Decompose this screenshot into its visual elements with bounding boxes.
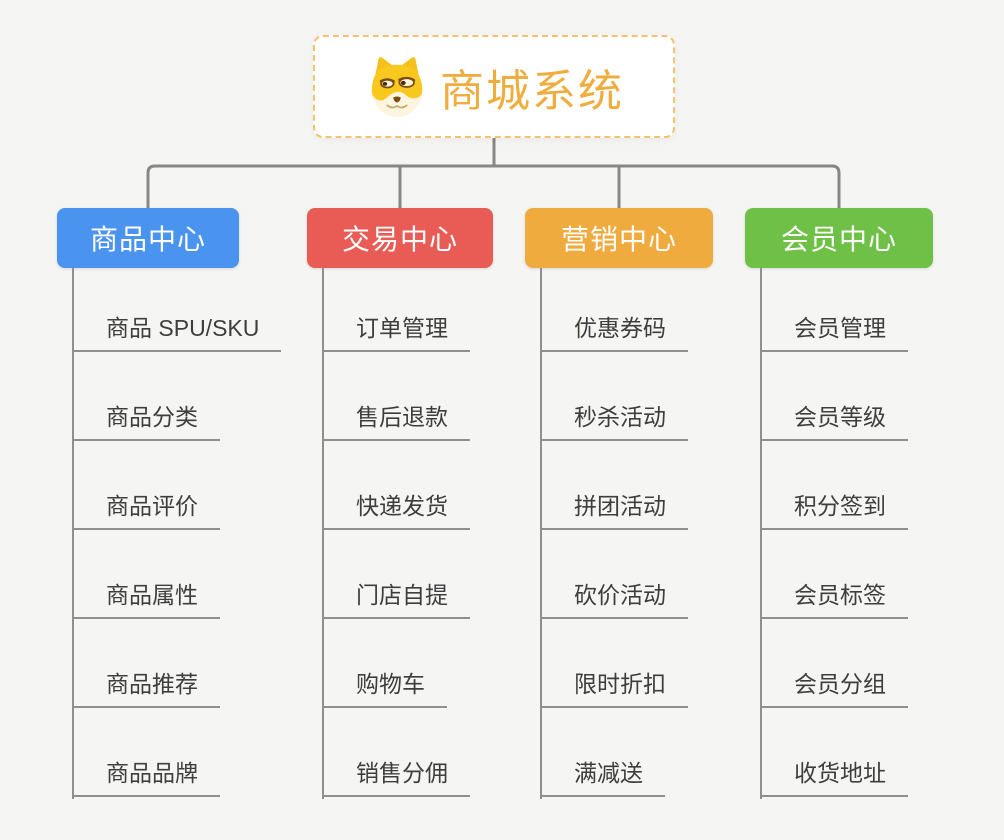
leaf-sales-commission[interactable]: 销售分佣 bbox=[322, 708, 470, 797]
leaf-aftersale-refund[interactable]: 售后退款 bbox=[322, 352, 470, 441]
leaf-product-attribute[interactable]: 商品属性 bbox=[72, 530, 220, 619]
branch-label: 营销中心 bbox=[560, 224, 677, 255]
leaf-product-spu-sku[interactable]: 商品 SPU/SKU bbox=[72, 268, 282, 352]
leaf-product-category[interactable]: 商品分类 bbox=[72, 352, 220, 441]
leaf-group-buying[interactable]: 拼团活动 bbox=[540, 441, 688, 530]
leaf-member-level[interactable]: 会员等级 bbox=[760, 352, 908, 441]
leaf-product-brand[interactable]: 商品品牌 bbox=[72, 708, 220, 797]
leaf-express-delivery[interactable]: 快递发货 bbox=[322, 441, 470, 530]
leaf-member-tag[interactable]: 会员标签 bbox=[760, 530, 908, 619]
leaf-product-recommend[interactable]: 商品推荐 bbox=[72, 619, 220, 708]
branch-header-product-center[interactable]: 商品中心 bbox=[57, 208, 239, 268]
branch-trade-center: 交易中心 订单管理 售后退款 快递发货 门店自提 购物车 销售分佣 bbox=[307, 208, 493, 799]
branch-trunk-line bbox=[760, 268, 762, 799]
branch-product-center: 商品中心 商品 SPU/SKU 商品分类 商品评价 商品属性 商品推荐 商品品牌 bbox=[57, 208, 282, 799]
branch-trunk-line bbox=[72, 268, 74, 799]
branch-header-trade-center[interactable]: 交易中心 bbox=[307, 208, 493, 268]
leaf-limited-discount[interactable]: 限时折扣 bbox=[540, 619, 688, 708]
leaf-shopping-cart[interactable]: 购物车 bbox=[322, 619, 447, 708]
leaf-order-management[interactable]: 订单管理 bbox=[322, 268, 470, 352]
doge-face-icon bbox=[371, 56, 423, 117]
leaf-bargain-activity[interactable]: 砍价活动 bbox=[540, 530, 688, 619]
branch-marketing-center: 营销中心 优惠券码 秒杀活动 拼团活动 砍价活动 限时折扣 满减送 bbox=[525, 208, 713, 799]
leaf-member-management[interactable]: 会员管理 bbox=[760, 268, 908, 352]
branch-member-center: 会员中心 会员管理 会员等级 积分签到 会员标签 会员分组 收货地址 bbox=[745, 208, 933, 799]
branch-trunk-line bbox=[322, 268, 324, 799]
branch-label: 商品中心 bbox=[89, 224, 206, 255]
leaf-member-group[interactable]: 会员分组 bbox=[760, 619, 908, 708]
branch-header-member-center[interactable]: 会员中心 bbox=[745, 208, 933, 268]
branch-header-marketing-center[interactable]: 营销中心 bbox=[525, 208, 713, 268]
branch-trunk-line bbox=[540, 268, 542, 799]
branch-items: 优惠券码 秒杀活动 拼团活动 砍价活动 限时折扣 满减送 bbox=[540, 268, 688, 797]
leaf-product-review[interactable]: 商品评价 bbox=[72, 441, 220, 530]
leaf-flash-sale[interactable]: 秒杀活动 bbox=[540, 352, 688, 441]
leaf-points-checkin[interactable]: 积分签到 bbox=[760, 441, 908, 530]
leaf-spend-save[interactable]: 满减送 bbox=[540, 708, 665, 797]
leaf-store-pickup[interactable]: 门店自提 bbox=[322, 530, 470, 619]
branch-label: 会员中心 bbox=[780, 224, 897, 255]
branch-items: 订单管理 售后退款 快递发货 门店自提 购物车 销售分佣 bbox=[322, 268, 470, 797]
leaf-coupon-code[interactable]: 优惠券码 bbox=[540, 268, 688, 352]
root-title: 商城系统 bbox=[440, 66, 624, 116]
root-node[interactable]: 商城系统 bbox=[313, 35, 675, 138]
branch-label: 交易中心 bbox=[341, 224, 458, 255]
leaf-shipping-address[interactable]: 收货地址 bbox=[760, 708, 908, 797]
branch-items: 会员管理 会员等级 积分签到 会员标签 会员分组 收货地址 bbox=[760, 268, 908, 797]
branch-items: 商品 SPU/SKU 商品分类 商品评价 商品属性 商品推荐 商品品牌 bbox=[72, 268, 282, 797]
